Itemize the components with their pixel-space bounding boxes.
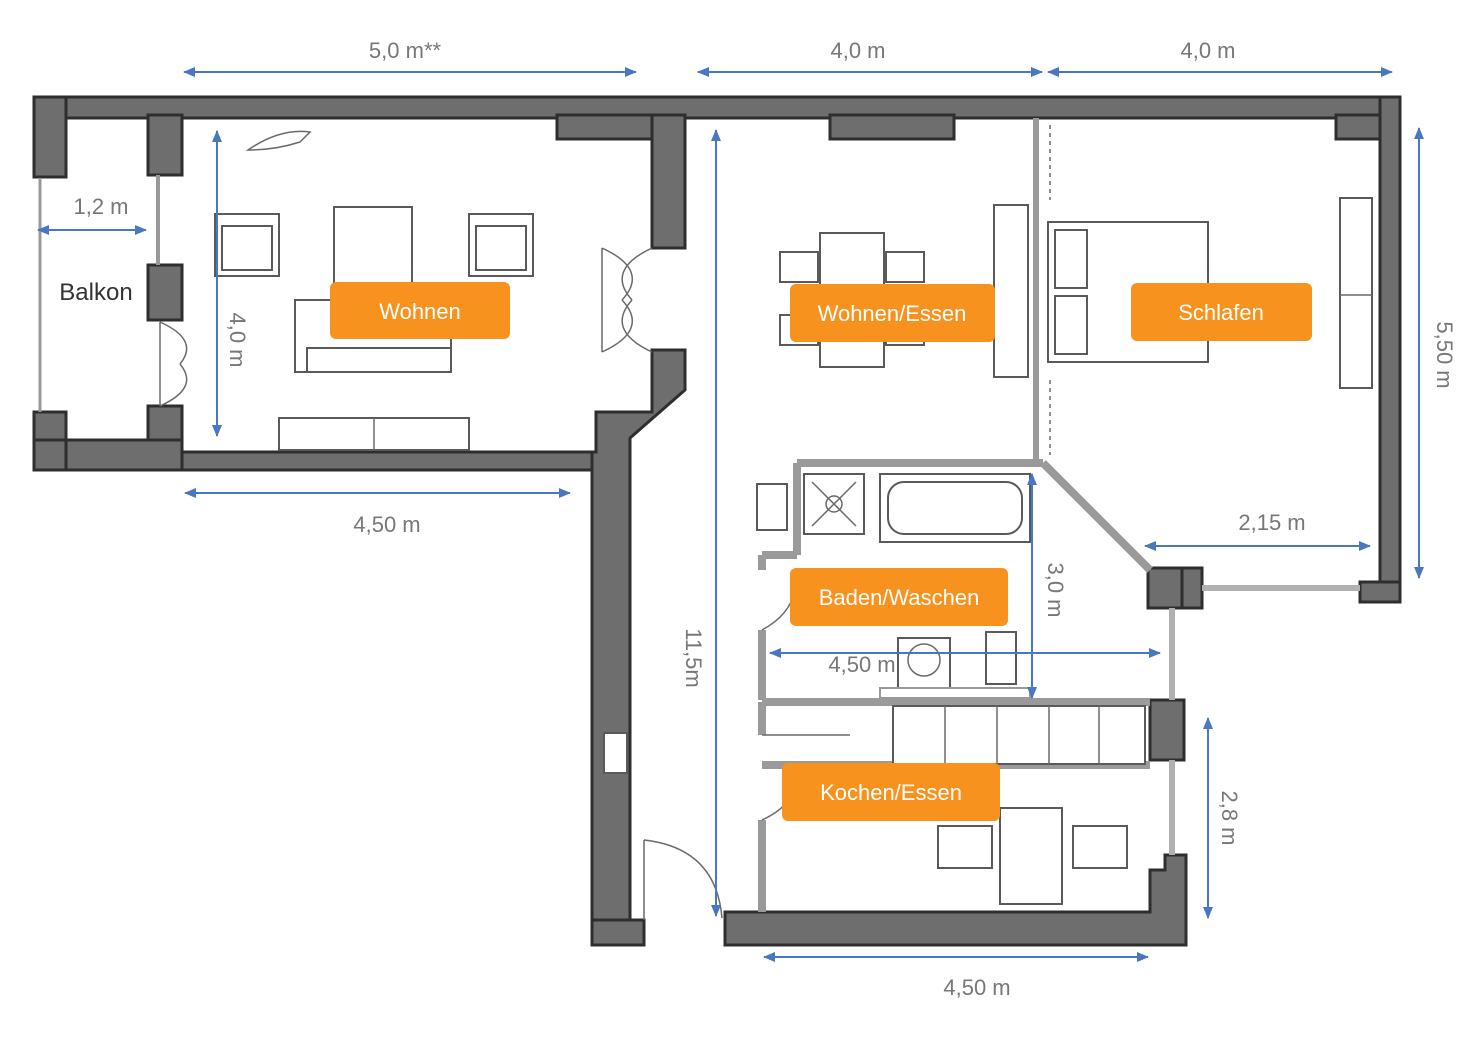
balkon-label: Balkon	[59, 279, 132, 306]
doors	[159, 247, 850, 920]
dim-top-bedroom: 4,0 m	[1180, 38, 1235, 63]
room-badge-kochen-essen	[782, 763, 1000, 821]
dim-top-living: 5,0 m**	[369, 38, 442, 63]
room-text-kochen-essen: Kochen/Essen	[820, 780, 962, 805]
dim-living-depth: 4,0 m	[225, 312, 250, 367]
dim-bedroom-width: 2,15 m	[1238, 510, 1305, 535]
room-badge-wohnen	[330, 282, 510, 339]
room-label-wohnen: Wohnen	[330, 282, 510, 339]
dim-kitchen-width: 4,50 m	[943, 975, 1010, 1000]
dim-bath-height: 3,0 m	[1043, 562, 1068, 617]
dimension-arrows	[37, 67, 1424, 962]
room-label-kochen-essen: Kochen/Essen	[782, 763, 1000, 821]
room-text-schlafen: Schlafen	[1178, 300, 1264, 325]
dimension-labels: 5,0 m** 4,0 m 4,0 m 1,2 m 4,0 m 4,50 m 1…	[59, 38, 1457, 1000]
dim-bath-width: 4,50 m	[828, 652, 895, 677]
dim-balkon-width: 1,2 m	[73, 194, 128, 219]
room-badge-baden-waschen	[790, 568, 1008, 626]
walls	[32, 95, 1402, 947]
room-label-wohnen-essen: Wohnen/Essen	[790, 284, 995, 342]
room-labels: Wohnen Wohnen/Essen Schlafen Baden/Wasch…	[330, 282, 1312, 821]
room-badge-wohnen-essen	[790, 284, 995, 342]
room-label-schlafen: Schlafen	[1131, 283, 1312, 341]
room-label-baden-waschen: Baden/Waschen	[790, 568, 1008, 626]
dim-total-length: 11,5m	[681, 628, 706, 688]
room-text-wohnen: Wohnen	[379, 299, 461, 324]
room-text-baden-waschen: Baden/Waschen	[819, 585, 980, 610]
dim-bedroom-height: 5,50 m	[1432, 321, 1457, 388]
room-text-wohnen-essen: Wohnen/Essen	[818, 301, 967, 326]
dim-kitchen-height: 2,8 m	[1217, 790, 1242, 845]
dim-top-dining: 4,0 m	[830, 38, 885, 63]
room-badge-schlafen	[1131, 283, 1312, 341]
dim-living-width: 4,50 m	[353, 512, 420, 537]
